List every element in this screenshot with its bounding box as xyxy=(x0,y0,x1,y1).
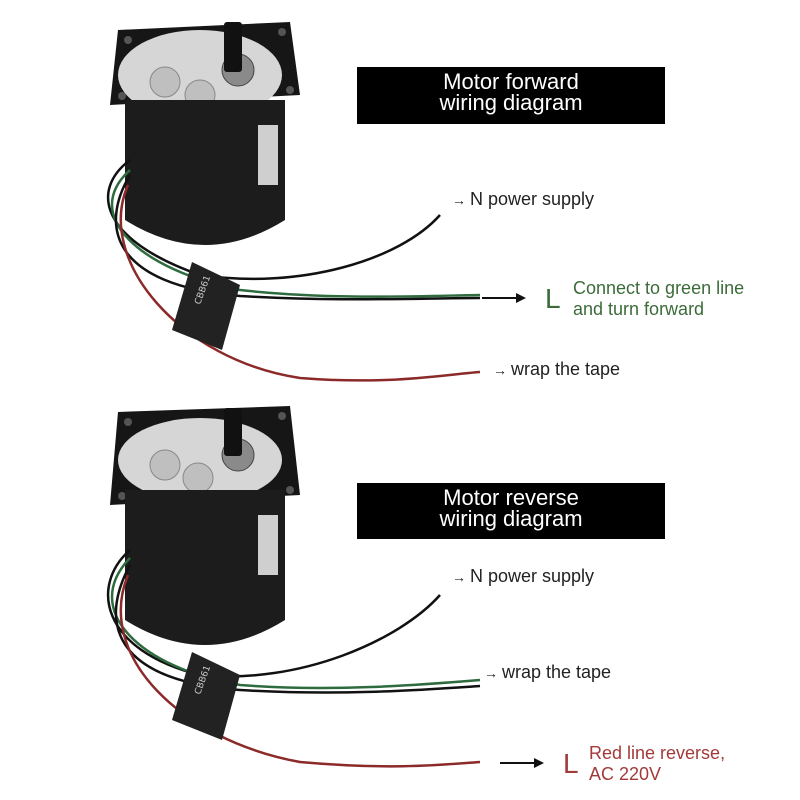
forward-motor-illustration: CBB61 xyxy=(106,22,481,382)
forward-title: Motor forward wiring diagram xyxy=(357,67,665,124)
reverse-motor-illustration: CBB61 xyxy=(106,406,481,768)
reverse-tape-label-text: wrap the tape xyxy=(502,662,612,682)
reverse-tape-label: →wrap the tape xyxy=(484,662,611,683)
reverse-panel: CBB61 Motor reverse wiring diagram →N po… xyxy=(0,400,800,800)
reverse-title-line2: wiring diagram xyxy=(439,506,583,531)
small-arrow-icon: → xyxy=(493,362,507,378)
reverse-title: Motor reverse wiring diagram xyxy=(357,483,665,539)
right-arrow-icon xyxy=(500,758,544,768)
forward-l-note: Connect to green line and turn forward xyxy=(573,278,744,320)
small-arrow-icon: → xyxy=(452,569,466,585)
forward-tape-label-text: wrap the tape xyxy=(511,359,621,379)
forward-l-note-line1: Connect to green line xyxy=(573,278,745,298)
forward-tape-label: →wrap the tape xyxy=(493,359,620,380)
reverse-l-note: Red line reverse, AC 220V xyxy=(589,743,725,785)
forward-n-label-text: N power supply xyxy=(470,189,595,209)
forward-title-line2: wiring diagram xyxy=(439,90,583,115)
reverse-l-letter: L xyxy=(563,748,579,779)
forward-l-letter: L xyxy=(545,283,561,314)
reverse-l-note-line1: Red line reverse, xyxy=(589,743,726,763)
reverse-l-note-line2: AC 220V xyxy=(589,764,662,784)
small-arrow-icon: → xyxy=(452,192,466,208)
forward-panel: CBB61 Motor forward wiring diagram →N po… xyxy=(106,22,744,382)
forward-title-line1: Motor forward xyxy=(443,69,579,94)
reverse-n-label-text: N power supply xyxy=(470,566,595,586)
forward-l-note-line2: and turn forward xyxy=(573,299,705,319)
forward-n-label: →N power supply xyxy=(452,189,594,210)
reverse-title-line1: Motor reverse xyxy=(443,485,579,510)
right-arrow-icon xyxy=(482,293,526,303)
reverse-n-label: →N power supply xyxy=(452,566,594,587)
small-arrow-icon: → xyxy=(484,665,498,681)
